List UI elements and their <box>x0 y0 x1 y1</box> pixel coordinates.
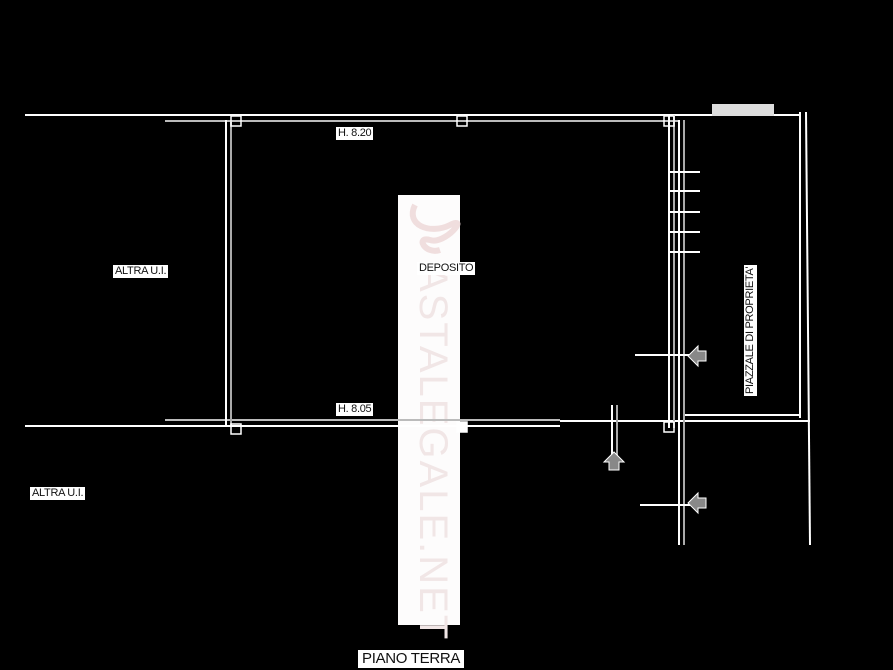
height-label-bottom: H. 8.05 <box>336 403 374 416</box>
room-label-altra-ui-top: ALTRA U.I. <box>113 265 169 278</box>
room-label-deposito: DEPOSITO <box>417 262 476 275</box>
height-label-top: H. 8.20 <box>336 127 374 140</box>
arrow-left-icon <box>687 344 707 368</box>
room-label-piazzale: PIAZZALE DI PROPRIETA' <box>744 264 757 396</box>
arrow-left-icon <box>687 491 707 515</box>
floor-title: PIANO TERRA <box>358 650 465 668</box>
arrow-up-icon <box>602 451 626 471</box>
room-label-altra-ui-bottom: ALTRA U.I. <box>30 487 86 500</box>
